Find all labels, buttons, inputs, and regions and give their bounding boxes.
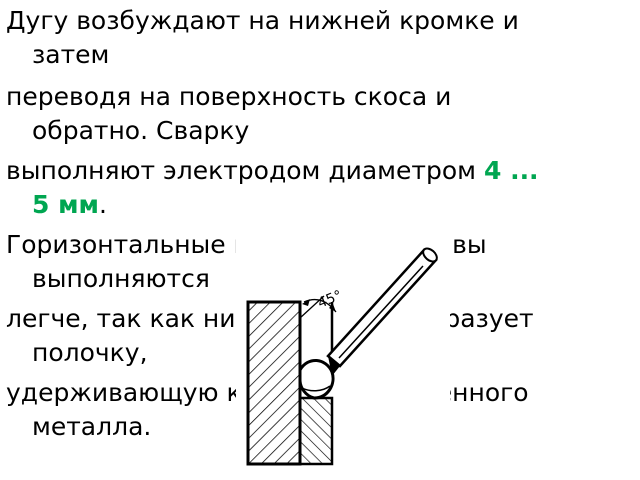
diameter-highlight-a: 4 ...	[483, 156, 539, 185]
text-line: выполняют электродом диаметром 4 ...	[6, 154, 539, 188]
text-line: выполняются	[32, 264, 210, 293]
text-line: затем	[32, 40, 110, 69]
weld-root-line	[301, 385, 331, 392]
diameter-highlight-b: 5 мм	[32, 190, 99, 219]
text-line: обратно. Сварку	[32, 116, 250, 145]
upper-plate	[246, 300, 302, 466]
lower-plate	[298, 396, 334, 466]
weld-bead	[298, 359, 335, 400]
text-span: выполняют электродом диаметром	[6, 156, 484, 185]
welding-lap-joint-figure: 45°	[236, 238, 450, 466]
text-line: металла.	[32, 412, 152, 441]
electrode	[326, 247, 438, 376]
paragraph-arc-start: Дугу возбуждают на нижней кромке и затем	[6, 4, 519, 72]
paragraph-electrode: выполняют электродом диаметром 4 ... 5 м…	[6, 154, 539, 222]
text-line: Дугу возбуждают на нижней кромке и	[6, 6, 519, 35]
paragraph-bevel: переводя на поверхность скоса и обратно.…	[6, 80, 451, 148]
text-line: 5 мм.	[6, 188, 539, 222]
text-line: полочку,	[32, 338, 148, 367]
text-span: .	[98, 190, 107, 219]
text-line: переводя на поверхность скоса и	[6, 82, 452, 111]
